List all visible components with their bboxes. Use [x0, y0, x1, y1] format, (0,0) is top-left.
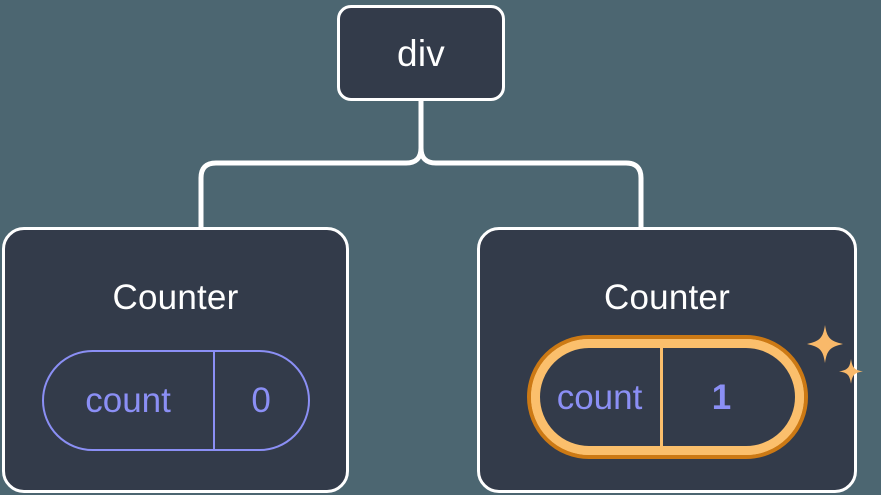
node-div[interactable]: div	[337, 5, 505, 101]
sparkle-small	[839, 359, 863, 384]
sparkles-icon	[807, 325, 863, 384]
node-div-label: div	[397, 32, 445, 74]
state-value-right: 1	[711, 377, 732, 417]
state-pill-right-wrap: count 1	[480, 335, 854, 459]
state-value-left: 0	[251, 381, 271, 420]
node-counter-left-title: Counter	[112, 278, 239, 317]
sparkle-large	[807, 325, 843, 363]
node-counter-right-title: Counter	[604, 278, 730, 317]
state-pill-right[interactable]: count 1	[526, 335, 808, 459]
state-key-left: count	[44, 352, 215, 449]
state-pill-right-inner: count 1	[530, 339, 804, 455]
state-pill-left[interactable]: count 0	[41, 350, 310, 451]
node-counter-left[interactable]: Counter count 0	[2, 227, 349, 493]
node-counter-right[interactable]: Counter count 1	[477, 227, 863, 493]
state-key-right: count	[540, 348, 663, 446]
connector-left	[198, 98, 424, 232]
connector-right	[418, 98, 644, 232]
state-pill-left-wrap: count 0	[5, 350, 346, 451]
